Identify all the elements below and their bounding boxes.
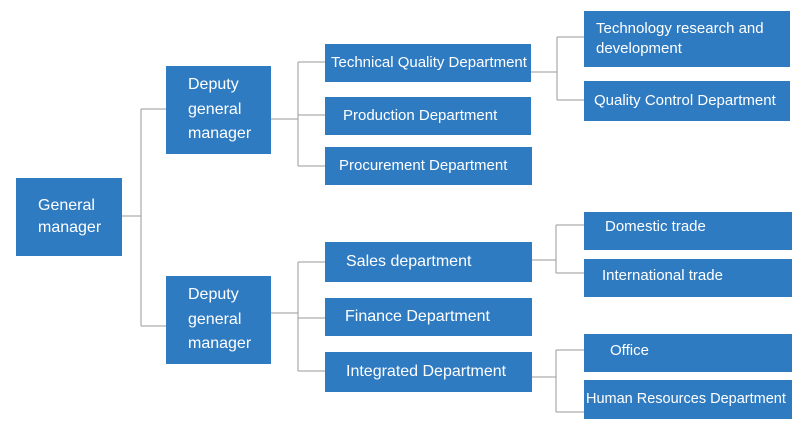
quality-control-department-label: Quality Control Department <box>594 91 776 109</box>
deputy-general-manager-1-box: Deputy general manager <box>166 66 271 154</box>
technology-research-and-development-box: Technology research and development <box>584 11 790 67</box>
human-resources-department-label: Human Resources Department <box>586 390 786 407</box>
technical-quality-department-box: Technical Quality Department <box>325 44 531 82</box>
office-label: Office <box>610 342 649 359</box>
deputy-general-manager-1-label: Deputy general manager <box>188 75 252 143</box>
domestic-trade-label: Domestic trade <box>605 218 706 235</box>
finance-department-box: Finance Department <box>325 298 532 336</box>
general-manager-label: General manager <box>38 197 102 236</box>
sales-department-box: Sales department <box>325 242 532 282</box>
deputy-general-manager-2-box: Deputy general manager <box>166 276 271 364</box>
quality-control-department-box: Quality Control Department <box>584 81 790 121</box>
procurement-department-box: Procurement Department <box>325 147 532 185</box>
deputy-general-manager-2-label: Deputy general manager <box>188 285 252 353</box>
sales-department-label: Sales department <box>346 253 472 271</box>
office-box: Office <box>584 334 792 372</box>
production-department-box: Production Department <box>325 97 531 135</box>
procurement-department-label: Procurement Department <box>339 156 508 174</box>
domestic-trade-box: Domestic trade <box>584 212 792 250</box>
finance-department-label: Finance Department <box>345 308 490 326</box>
technology-research-and-development-label: Technology research and development <box>596 19 764 57</box>
technical-quality-department-label: Technical Quality Department <box>331 53 527 71</box>
integrated-department-label: Integrated Department <box>346 363 507 381</box>
general-manager-box: General manager <box>16 178 122 256</box>
integrated-department-box: Integrated Department <box>325 352 532 392</box>
human-resources-department-box: Human Resources Department <box>584 380 792 419</box>
international-trade-box: International trade <box>584 259 792 297</box>
international-trade-label: International trade <box>602 267 723 284</box>
production-department-label: Production Department <box>343 106 498 124</box>
